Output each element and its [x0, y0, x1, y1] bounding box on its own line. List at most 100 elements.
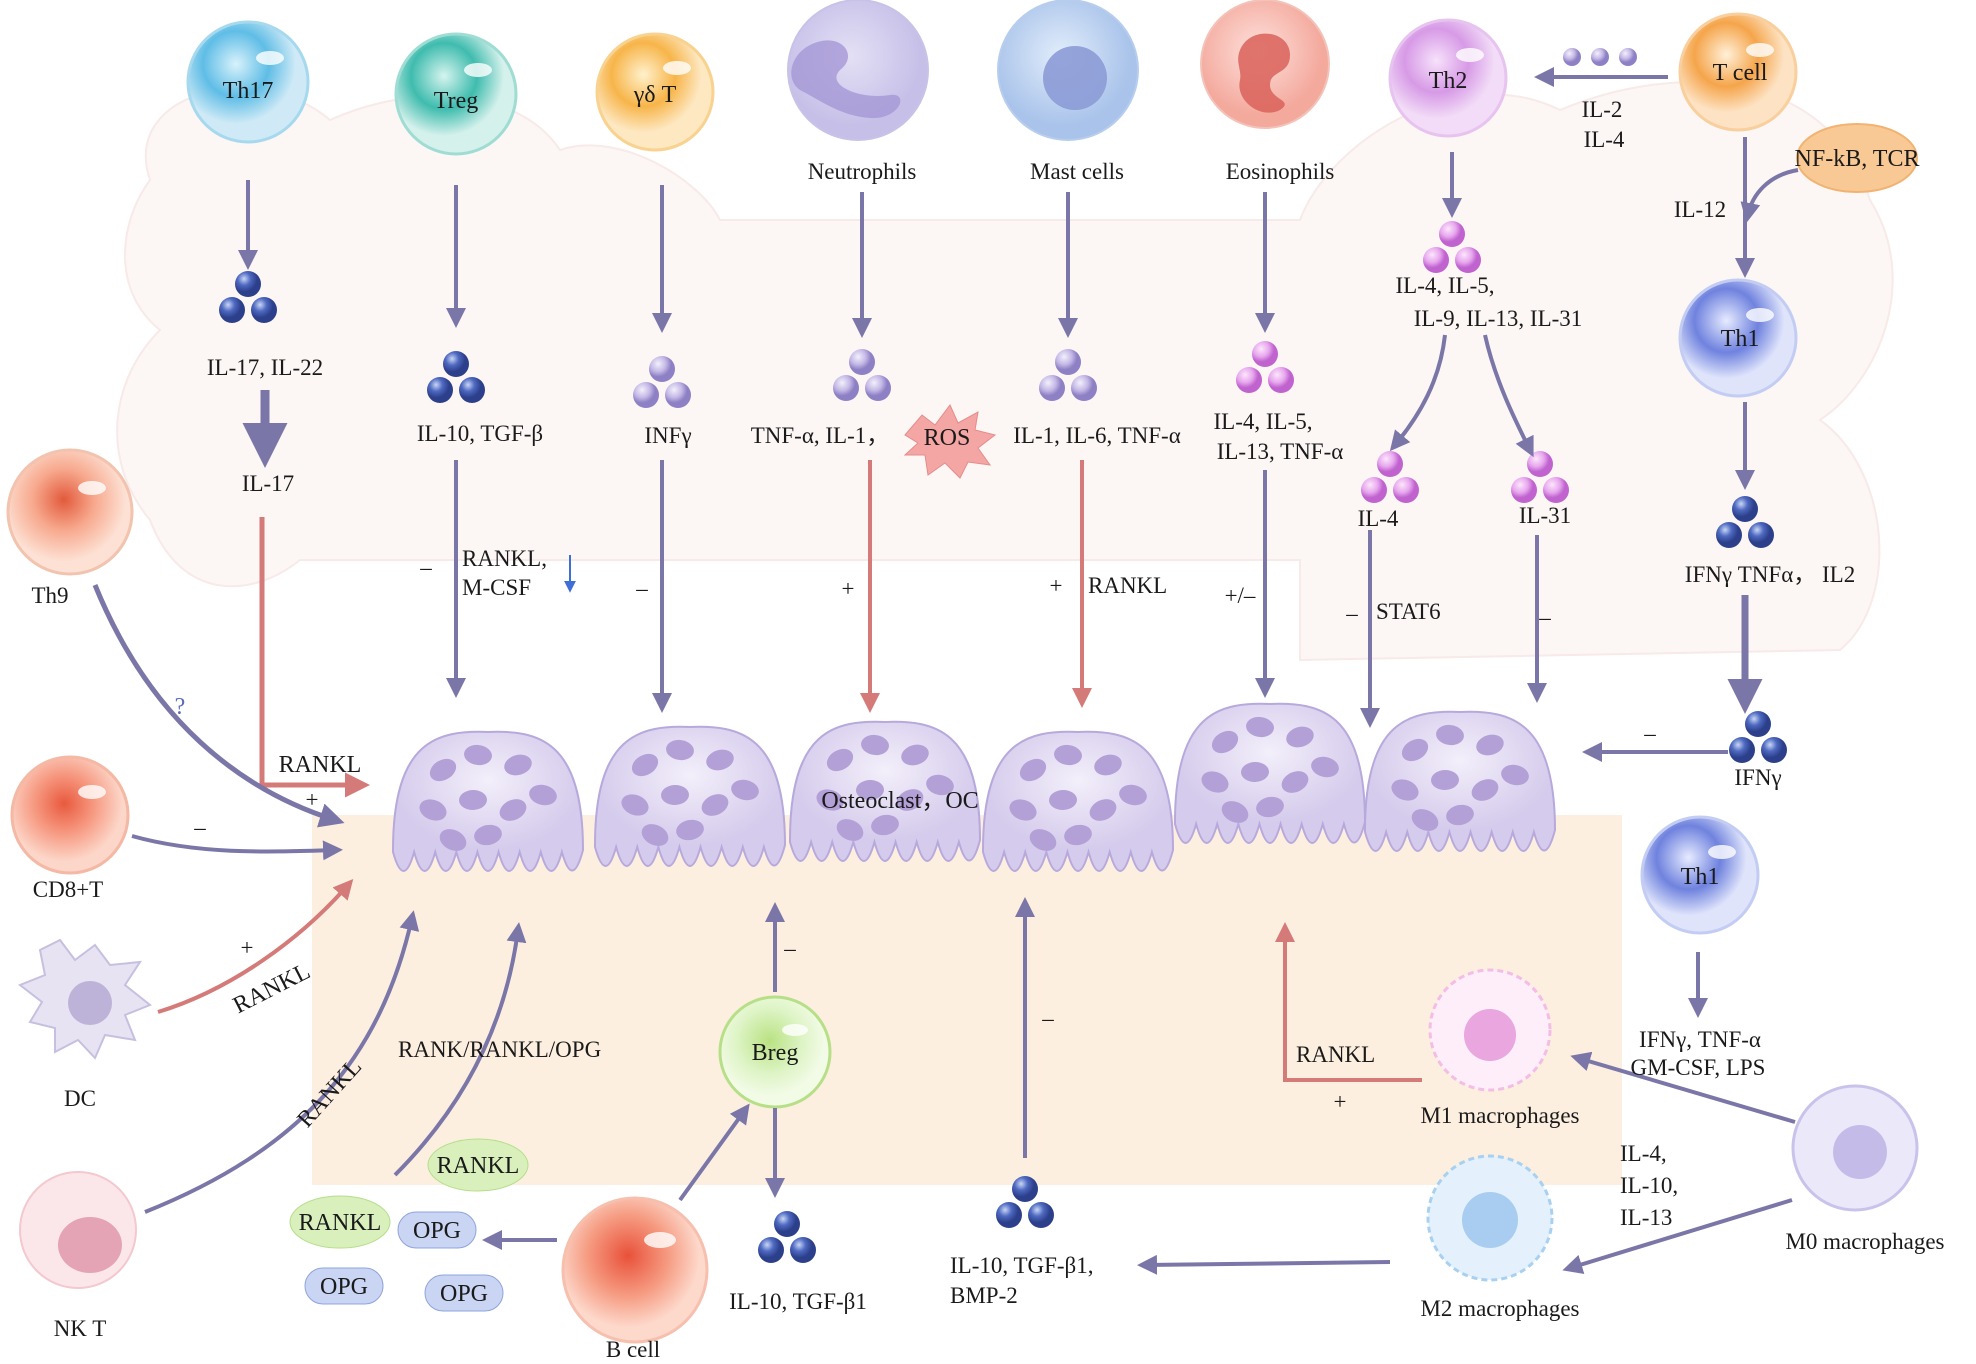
osteoclast-nucleus	[474, 824, 502, 846]
cytokine-dot	[1252, 341, 1278, 367]
cytokine-dot	[1729, 737, 1755, 763]
cytokine-dot	[1455, 247, 1481, 273]
osteoclast-nucleus	[641, 824, 669, 846]
cytokine-clusters	[219, 48, 1787, 1263]
effect-ifng: –	[1644, 721, 1656, 746]
cytokine-dot	[665, 382, 691, 408]
osteoclast-nucleus	[1256, 796, 1284, 818]
cytokine-dot	[790, 1237, 816, 1263]
osteoclast-nucleus	[1436, 724, 1464, 746]
osteoclast	[1364, 710, 1557, 852]
breg-label: Breg	[752, 1040, 799, 1066]
effect-il31: –	[1539, 605, 1551, 630]
effect-breg: –	[784, 936, 796, 961]
eosinophil-cell	[1200, 0, 1330, 129]
cytokine-dot	[865, 375, 891, 401]
osteoclast-nucleus	[1391, 779, 1419, 801]
m1-label: M1 macrophages	[1420, 1103, 1580, 1128]
cytokine-dot	[1761, 737, 1787, 763]
osteoclast	[1174, 702, 1367, 844]
osteoclast-nucleus	[1281, 771, 1309, 793]
osteoclast-nucleus	[1501, 764, 1529, 786]
cytokine-dot	[1361, 477, 1387, 503]
treg-mcsf: M-CSF	[462, 575, 532, 600]
rankl-opg-molecules	[289, 1138, 529, 1312]
th1-right-label: Th1	[1681, 864, 1720, 890]
cytokine-dot	[1543, 477, 1569, 503]
osteoclast-nucleus	[1241, 761, 1269, 783]
cytokine-dot	[1748, 522, 1774, 548]
cytokine-dot	[1028, 1202, 1054, 1228]
dc-rankl-label: RANKL	[229, 958, 314, 1019]
cytokine-dot	[833, 375, 859, 401]
osteoclast-nucleus	[1089, 799, 1117, 821]
th9-label: Th9	[31, 583, 69, 608]
gd-t-label: γδ T	[633, 82, 677, 108]
il31-label: IL-31	[1518, 503, 1572, 528]
cytokine-dot	[1619, 48, 1637, 66]
osteoclast	[982, 730, 1175, 872]
treg-rankl: RANKL,	[462, 546, 547, 571]
osteoclast-nucleus	[856, 779, 884, 801]
osteoclast-nucleus	[1119, 784, 1147, 806]
nkt-label: NK T	[53, 1316, 107, 1341]
gdt-cytokine: INFγ	[644, 423, 692, 448]
b-cell-label: B cell	[605, 1337, 661, 1362]
m2-cytokines-2: BMP-2	[950, 1283, 1018, 1308]
osteoclast-nucleus	[1029, 829, 1057, 851]
osteoclast-nucleus	[1411, 809, 1439, 831]
eos-cytokines-1: IL-4, IL-5,	[1213, 409, 1313, 434]
m1-stim-2: GM-CSF, LPS	[1630, 1055, 1766, 1080]
osteoclast-row	[392, 702, 1557, 872]
osteoclast-nucleus	[419, 799, 447, 821]
m2-stim-2: IL-10,	[1620, 1173, 1679, 1198]
gd-t-cell	[595, 32, 715, 152]
m0-label: M0 macrophages	[1785, 1229, 1945, 1254]
m2-stim-1: IL-4,	[1620, 1141, 1667, 1166]
osteoclast-nucleus	[621, 794, 649, 816]
osteoclast-nucleus	[1476, 734, 1504, 756]
osteoclast-nucleus	[1311, 756, 1339, 778]
cd8t-label: CD8+T	[32, 877, 104, 902]
th1-top-label: Th1	[1721, 326, 1760, 352]
b-cell	[561, 1196, 709, 1344]
breg-cell	[718, 995, 832, 1109]
cytokine-dot	[427, 377, 453, 403]
cytokine-dot	[649, 356, 675, 382]
cytokine-dot	[1268, 367, 1294, 393]
osteoclast	[594, 725, 787, 867]
nfkb-tcr-badge	[1796, 123, 1918, 193]
osteoclast-nucleus	[826, 748, 854, 772]
cytokine-dot	[443, 351, 469, 377]
cytokine-dot	[1423, 247, 1449, 273]
cytokine-dot	[219, 297, 245, 323]
cytokine-dot	[1393, 477, 1419, 503]
osteoclast-nucleus	[631, 753, 659, 777]
osteoclast-nucleus	[676, 819, 704, 841]
osteoclast-nucleus	[1019, 758, 1047, 782]
osteoclast-nucleus	[464, 744, 492, 766]
cytokine-dot	[1055, 349, 1081, 375]
opg-molecule-a: OPG	[413, 1218, 461, 1244]
t-cell	[1678, 12, 1798, 132]
eos-cytokines-2: IL-13, TNF-α	[1216, 439, 1344, 464]
rankl-molecule-a: RANKL	[437, 1153, 520, 1179]
osteoclast-nucleus	[429, 758, 457, 782]
m1-macrophage	[1428, 968, 1552, 1092]
m2-stim-3: IL-13	[1620, 1205, 1673, 1230]
cytokine-dot	[1745, 711, 1771, 737]
osteoclast-nucleus	[1446, 804, 1474, 826]
osteoclast	[789, 720, 982, 862]
osteoclast-nucleus	[1049, 789, 1077, 811]
cytokine-dot	[459, 377, 485, 403]
th17-il17: IL-17	[241, 471, 295, 496]
neutrophil-cell	[787, 0, 929, 141]
th17-cytokines: IL-17, IL-22	[206, 355, 324, 380]
osteoclast-nucleus	[504, 754, 532, 776]
rankl-molecule-b: RANKL	[299, 1210, 382, 1236]
cytokine-dot	[1377, 451, 1403, 477]
th9-question: ?	[175, 694, 186, 720]
eosinophils-label: Eosinophils	[1225, 159, 1335, 184]
cytokine-dot	[235, 271, 261, 297]
osteoclast-nucleus	[1211, 730, 1239, 754]
